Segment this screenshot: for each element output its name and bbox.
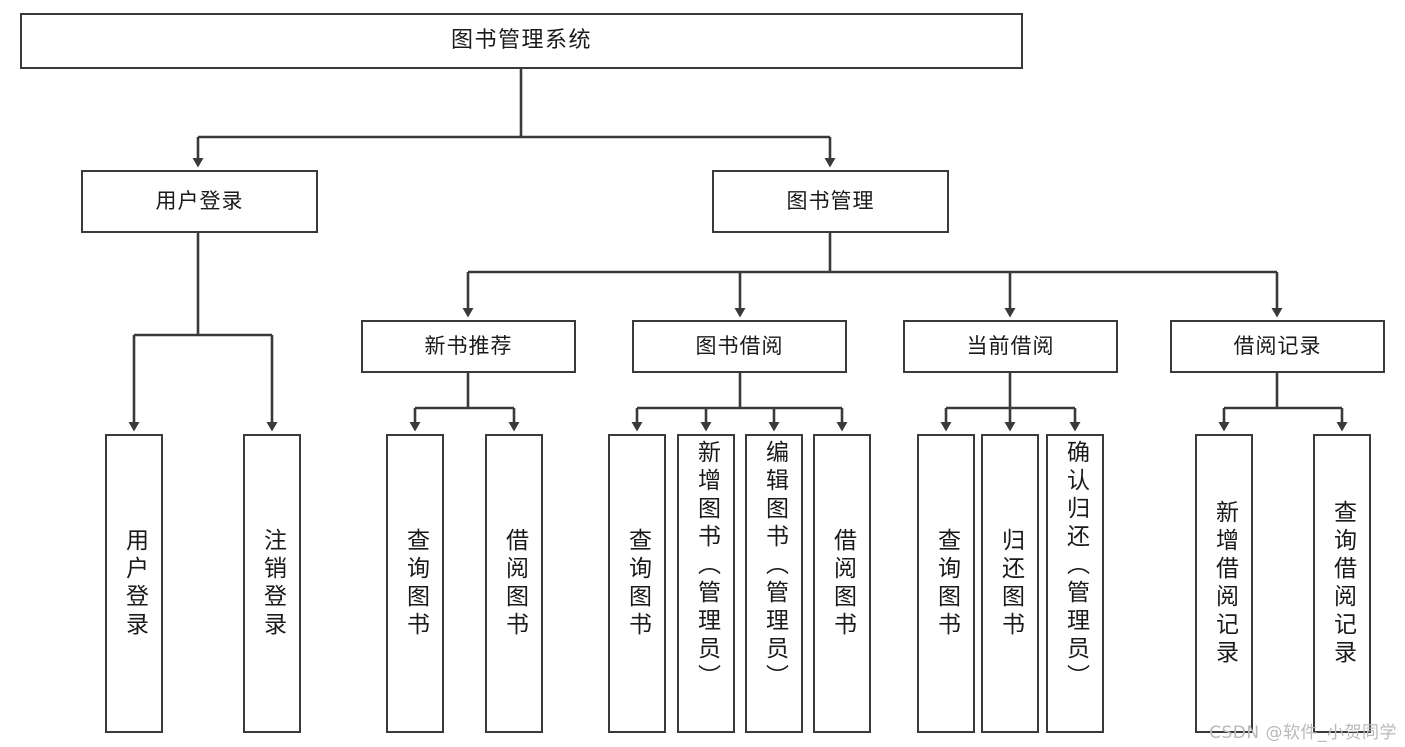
node-label: 编辑图书（管理员） <box>761 440 788 692</box>
node-label: 归还图书 <box>997 527 1024 640</box>
node-label: 注销登录 <box>259 527 286 640</box>
leaf-add-borrow-record[interactable]: 新增借阅记录 <box>1195 434 1253 733</box>
node-root-library-management-system[interactable]: 图书管理系统 <box>20 13 1023 69</box>
node-label: 图书借阅 <box>695 333 784 358</box>
watermark-text: CSDN @软件_小贺同学 <box>1209 723 1397 743</box>
node-user-login[interactable]: 用户登录 <box>81 170 318 233</box>
node-label: 新增借阅记录 <box>1211 499 1238 668</box>
node-label: 借阅图书 <box>501 527 528 640</box>
leaf-query-book-borrowing[interactable]: 查询图书 <box>608 434 666 733</box>
leaf-borrow-book-borrowing[interactable]: 借阅图书 <box>813 434 871 733</box>
leaf-query-book-current[interactable]: 查询图书 <box>917 434 975 733</box>
node-label: 查询借阅记录 <box>1329 499 1356 668</box>
leaf-logout[interactable]: 注销登录 <box>243 434 301 733</box>
leaf-return-book[interactable]: 归还图书 <box>981 434 1039 733</box>
node-label: 图书管理 <box>786 188 875 213</box>
node-label: 借阅记录 <box>1233 333 1322 358</box>
node-label: 图书管理系统 <box>450 27 592 53</box>
node-current-borrowing[interactable]: 当前借阅 <box>903 320 1118 373</box>
leaf-borrow-book-recommendation[interactable]: 借阅图书 <box>485 434 543 733</box>
leaf-query-borrow-record[interactable]: 查询借阅记录 <box>1313 434 1371 733</box>
node-label: 查询图书 <box>933 527 960 640</box>
node-borrowing-records[interactable]: 借阅记录 <box>1170 320 1385 373</box>
node-label: 用户登录 <box>155 188 244 213</box>
leaf-user-login[interactable]: 用户登录 <box>105 434 163 733</box>
leaf-edit-book-admin[interactable]: 编辑图书（管理员） <box>745 434 803 733</box>
node-book-borrowing[interactable]: 图书借阅 <box>632 320 847 373</box>
node-label: 确认归还（管理员） <box>1062 440 1089 692</box>
node-label: 借阅图书 <box>829 527 856 640</box>
node-label: 新增图书（管理员） <box>693 440 720 692</box>
node-label: 用户登录 <box>121 527 148 640</box>
node-new-book-recommendation[interactable]: 新书推荐 <box>361 320 576 373</box>
node-label: 当前借阅 <box>966 333 1055 358</box>
node-label: 查询图书 <box>402 527 429 640</box>
leaf-query-book-recommendation[interactable]: 查询图书 <box>386 434 444 733</box>
node-label: 查询图书 <box>624 527 651 640</box>
node-book-management[interactable]: 图书管理 <box>712 170 949 233</box>
leaf-confirm-return-admin[interactable]: 确认归还（管理员） <box>1046 434 1104 733</box>
leaf-add-book-admin[interactable]: 新增图书（管理员） <box>677 434 735 733</box>
node-label: 新书推荐 <box>424 333 513 358</box>
